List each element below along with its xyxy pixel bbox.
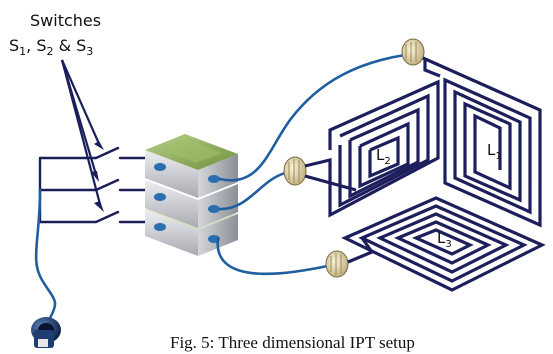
- coil-label-l2: L2: [376, 146, 391, 167]
- connector-l1-icon: [401, 38, 425, 66]
- coil-label-l1: L1: [487, 141, 502, 162]
- switch-label-title: Switches: [30, 11, 101, 30]
- coil-label-l3: L3: [437, 229, 452, 250]
- cable-to-l2: [218, 170, 292, 211]
- connector-l3-icon: [325, 250, 349, 278]
- connector-l2-icon: [283, 156, 307, 186]
- svg-text:L2: L2: [376, 146, 391, 167]
- switch-s3-icon: [84, 210, 152, 224]
- coil-l3: [341, 196, 546, 292]
- power-cable: [34, 188, 57, 320]
- switch-s1-icon: [84, 146, 152, 160]
- cable-to-l3: [216, 237, 334, 276]
- cable-to-l1: [218, 53, 407, 182]
- svg-text:L1: L1: [487, 141, 502, 162]
- coil-l2: [304, 79, 440, 218]
- power-plug-icon: [31, 317, 61, 348]
- coil-l1: [422, 56, 542, 228]
- inverter-stack-icon: [145, 134, 238, 256]
- switch-label-names: S1, S2 & S3: [9, 36, 93, 58]
- svg-text:L3: L3: [437, 229, 452, 250]
- switch-label: Switches S1, S2 & S3: [9, 11, 101, 58]
- figure-caption: Fig. 5: Three dimensional IPT setup: [170, 333, 415, 352]
